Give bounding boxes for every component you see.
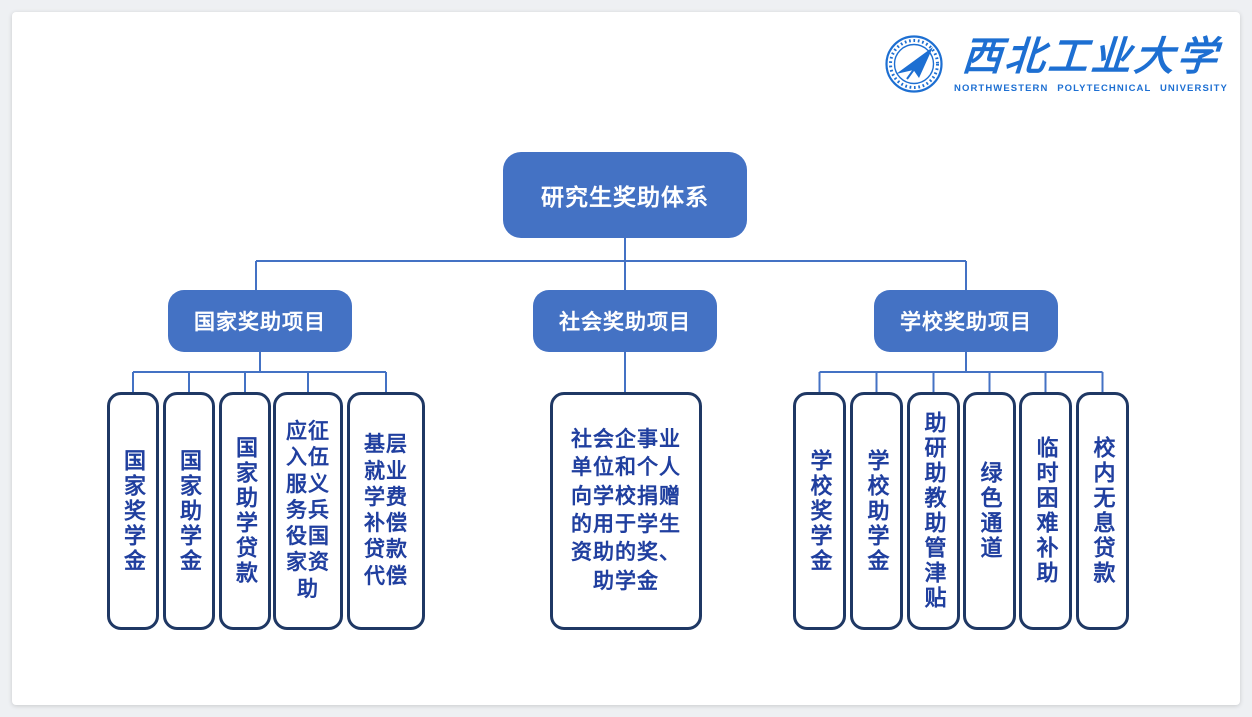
leaf-label: 助研助教助管津贴 xyxy=(921,411,947,611)
university-name-en: NORTHWESTERN POLYTECHNICAL UNIVERSITY xyxy=(954,83,1228,94)
branch-node-social: 社会奖助项目 xyxy=(533,290,717,352)
leaf-label: 临时困难补助 xyxy=(1033,436,1059,586)
branch-label: 社会奖助项目 xyxy=(559,311,691,334)
leaf-node-assistantship-allowance: 助研助教助管津贴 xyxy=(907,392,960,630)
leaf-label: 学校助学金 xyxy=(864,448,890,574)
leaf-label: 应征入伍服义务兵役国家资助 xyxy=(286,420,330,601)
leaf-label: 绿色通道 xyxy=(977,461,1003,561)
leaf-node-military-service-funding: 应征入伍服义务兵役国家资助 xyxy=(273,392,343,630)
leaf-label: 学校奖学金 xyxy=(807,448,833,574)
leaf-node-school-grant: 学校助学金 xyxy=(850,392,903,630)
branch-label: 国家奖助项目 xyxy=(194,311,326,334)
leaf-node-national-student-loan: 国家助学贷款 xyxy=(219,392,271,630)
leaf-node-national-grant: 国家助学金 xyxy=(163,392,215,630)
leaf-node-green-channel: 绿色通道 xyxy=(963,392,1016,630)
leaf-label: 基层就业学费补偿贷款代偿 xyxy=(364,433,408,588)
leaf-node-social-donation-scholarships: 社会企事业单位和个人向学校捐赠的用于学生资助的奖、助学金 xyxy=(550,392,702,630)
leaf-label: 国家助学金 xyxy=(177,448,202,574)
root-node-label: 研究生奖助体系 xyxy=(541,184,709,210)
university-name-zh: 西北工业大学 xyxy=(960,33,1222,80)
leaf-label: 国家助学贷款 xyxy=(233,436,258,586)
branch-node-national: 国家奖助项目 xyxy=(168,290,352,352)
branch-label: 学校奖助项目 xyxy=(900,311,1032,334)
university-logo: 西北工业大学 NORTHWESTERN POLYTECHNICAL UNIVER… xyxy=(884,33,1227,106)
branch-node-school: 学校奖助项目 xyxy=(874,290,1058,352)
leaf-node-campus-interest-free-loan: 校内无息贷款 xyxy=(1076,392,1129,630)
npu-seal-icon xyxy=(885,35,943,93)
logo-text-block: 西北工业大学 NORTHWESTERN POLYTECHNICAL UNIVER… xyxy=(954,33,1228,94)
leaf-node-grassroots-employment-loan-compensation: 基层就业学费补偿贷款代偿 xyxy=(347,392,425,630)
leaf-label: 校内无息贷款 xyxy=(1090,436,1116,586)
leaf-node-national-scholarship: 国家奖学金 xyxy=(107,392,159,630)
leaf-label: 社会企事业单位和个人向学校捐赠的用于学生资助的奖、助学金 xyxy=(571,427,681,593)
leaf-label: 国家奖学金 xyxy=(121,448,146,574)
leaf-node-school-scholarship: 学校奖学金 xyxy=(793,392,846,630)
airplane-glyph xyxy=(896,47,933,78)
root-node: 研究生奖助体系 xyxy=(503,152,747,238)
leaf-node-temporary-hardship-subsidy: 临时困难补助 xyxy=(1019,392,1072,630)
